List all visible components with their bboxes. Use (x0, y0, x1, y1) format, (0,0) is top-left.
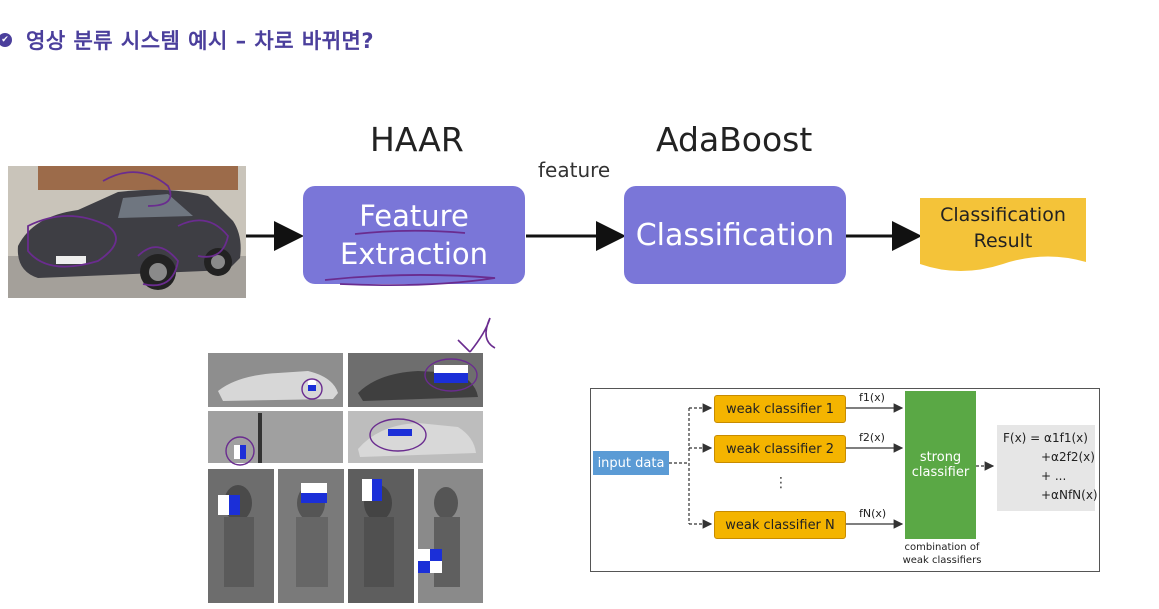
slide-title: ✔ 영상 분류 시스템 예시 – 차로 바뀌면? (0, 22, 374, 58)
car-photo (8, 166, 246, 298)
annotation-underlines (324, 229, 496, 287)
formula-line1: F(x) = α1f1(x) (1003, 431, 1088, 445)
haar-examples-grid (208, 353, 483, 603)
combination-line1: combination of (904, 542, 980, 553)
feature-extraction-box: Feature Extraction (303, 186, 525, 284)
check-icon: ✔ (0, 33, 12, 47)
result-line1: Classification (940, 204, 1066, 226)
formula-box: F(x) = α1f1(x) +α2f2(x) + ... +αNfN(x) (997, 425, 1098, 511)
feature-extraction-line1: Feature (359, 199, 469, 233)
output-f2: f2(x) (859, 431, 885, 444)
formula-line3: + ... (1041, 469, 1067, 483)
strong-line1: strong (919, 450, 962, 465)
weak-classifier-2: weak classifier 2 (714, 435, 846, 463)
formula-line2: +α2f2(x) (1041, 450, 1095, 464)
document-shape (920, 198, 1086, 271)
combination-caption: combination of weak classifiers (887, 541, 997, 567)
combination-line2: weak classifiers (902, 555, 982, 566)
feature-label: feature (538, 158, 611, 182)
adaboost-label: AdaBoost (656, 120, 813, 159)
classification-result: Classification Result (920, 198, 1086, 274)
feature-extraction-line2: Extraction (339, 237, 489, 271)
formula-line4: +αNfN(x) (1041, 488, 1098, 502)
slide-title-text: 영상 분류 시스템 예시 – 차로 바뀌면? (26, 29, 375, 53)
result-line2: Result (973, 230, 1033, 252)
input-data-node: input data (593, 451, 669, 475)
classification-box: Classification (624, 186, 846, 284)
output-f1: f1(x) (859, 391, 885, 404)
weak-classifier-1: weak classifier 1 (714, 395, 846, 423)
weak-classifier-n: weak classifier N (714, 511, 846, 539)
strong-classifier-node: strong classifier (905, 391, 976, 539)
adaboost-connectors (669, 403, 995, 529)
weak-classifier-ellipsis: ⋮ (774, 475, 788, 491)
classification-text: Classification (635, 217, 835, 253)
adaboost-diagram: input data weak classifier 1 weak classi… (590, 388, 1100, 572)
strong-line2: classifier (911, 465, 970, 480)
output-fn: fN(x) (859, 507, 887, 520)
haar-label: HAAR (370, 120, 464, 159)
input-data-label: input data (597, 455, 665, 471)
